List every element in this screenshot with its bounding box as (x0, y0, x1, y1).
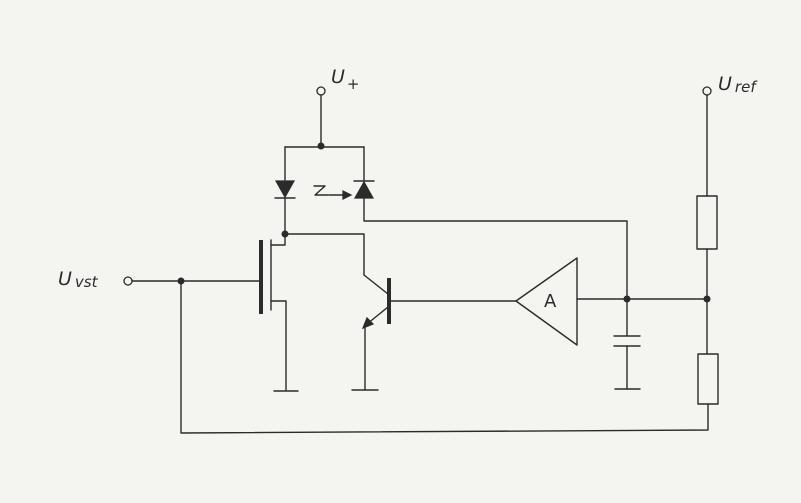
led-diode (274, 146, 296, 235)
light-emission-icon (313, 185, 353, 200)
supply-label: U+ (331, 66, 360, 93)
drain-to-bjt-wire (284, 233, 365, 276)
resistor-bottom (697, 353, 719, 405)
photodiode (353, 146, 628, 300)
supply-terminal-circle (316, 86, 326, 96)
resistor-top (696, 195, 718, 355)
amplifier-letter: A (544, 291, 557, 312)
amplifier: A (515, 257, 709, 346)
reference-terminal-circle (702, 86, 712, 96)
amplifier-triangle (515, 257, 578, 346)
input-terminal-circle (123, 276, 133, 286)
divider-junction (703, 295, 711, 303)
bjt-collector (363, 274, 389, 295)
mosfet-transistor (259, 230, 365, 392)
feedback-wire (180, 280, 709, 434)
supply-junction (317, 142, 325, 150)
capacitor (613, 295, 641, 390)
bipolar-transistor (351, 274, 517, 391)
supply-terminal: U+ (316, 66, 360, 147)
photodiode-triangle (353, 180, 375, 199)
bjt-emitter-arrow (361, 316, 375, 330)
led-triangle (274, 180, 296, 199)
